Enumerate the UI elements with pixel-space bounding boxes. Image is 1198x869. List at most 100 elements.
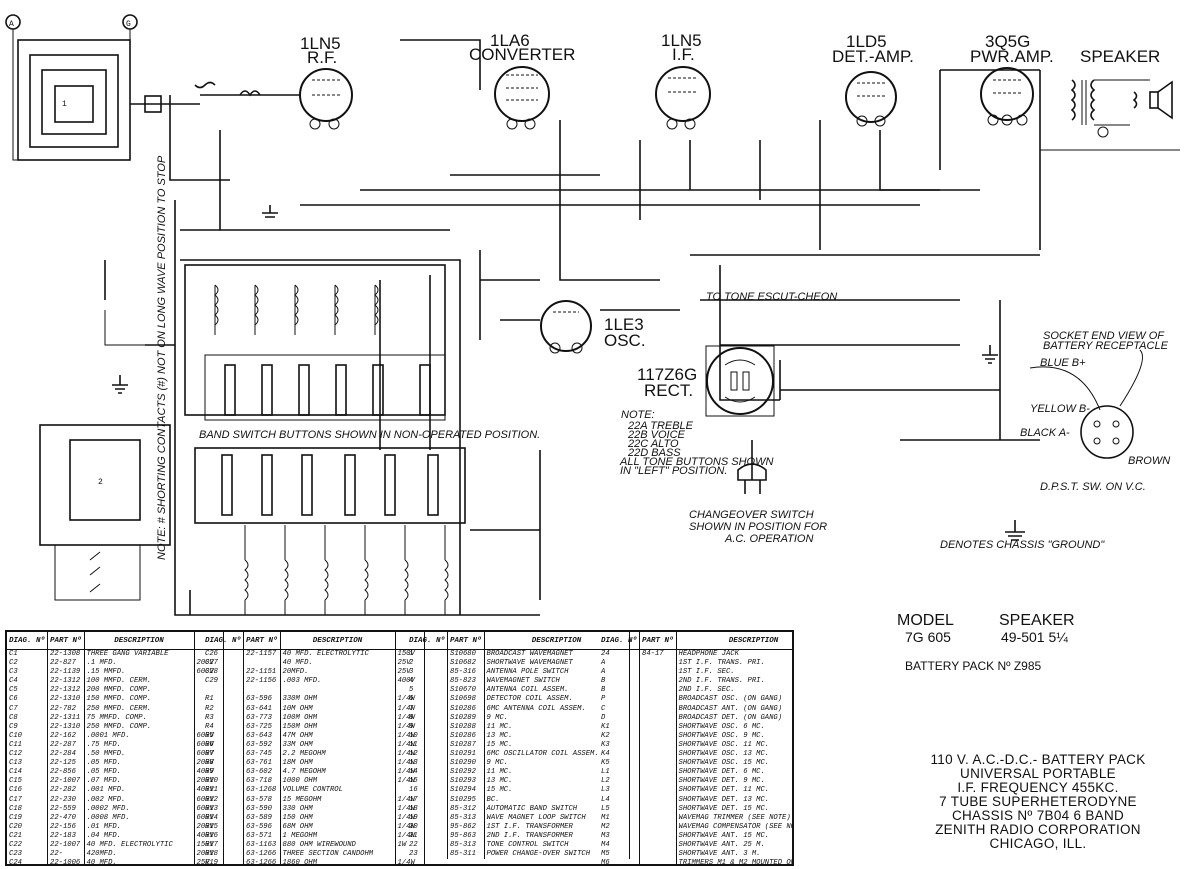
svg-text:22C ALTO: 22C ALTO (627, 438, 679, 450)
table-cell: 63-718 (243, 777, 281, 787)
svg-text:NOTE:: NOTE: (621, 409, 655, 421)
table-cell: .15 MMFD. (84, 668, 195, 678)
table-cell: R17 (203, 840, 245, 851)
table-cell: S10670 (447, 686, 485, 696)
table-cell: C19 (7, 813, 49, 823)
svg-text:2: 2 (98, 478, 103, 487)
battery-receptacle: SOCKET END VIEW OF BATTERY RECEPTACLE BL… (1020, 330, 1170, 493)
table-cell: 330M OHM (280, 695, 396, 705)
table-header-cell: DIAG. Nº (7, 632, 49, 650)
table-row: K3 SHORTWAVE OSC. 11 MC. (599, 740, 792, 751)
table-cell: S10682 (447, 659, 485, 669)
table-cell: L5 (599, 804, 641, 814)
table-cell: L3 (599, 786, 641, 796)
title-line: 7 TUBE SUPERHETERODYNE (939, 794, 1137, 809)
table-cell: S10290 (447, 759, 485, 769)
table-header-cell: DESCRIPTION (84, 632, 195, 650)
table-cell: C28 (203, 668, 245, 678)
title-line: CHICAGO, ILL. (989, 836, 1087, 851)
table-cell: SHORTWAVE OSC. 11 MC. (676, 740, 792, 751)
table-cell: C18 (7, 804, 49, 814)
table-cell: K4 (599, 750, 641, 760)
table-cell (639, 713, 677, 723)
table-cell: SHORTWAVE OSC. 13 MC. (676, 750, 792, 760)
svg-text:22B VOICE: 22B VOICE (627, 429, 686, 441)
table-cell: 63-1268 (243, 786, 281, 796)
table-cell: 22-827 (47, 659, 85, 669)
table-cell: K3 (599, 740, 641, 751)
table-cell: C6 (7, 695, 49, 705)
table-cell: .003 MFD. (280, 677, 396, 687)
svg-text:1LA6: 1LA6 (490, 31, 530, 50)
table-cell: 63-602 (243, 768, 281, 778)
table-cell: 63-592 (243, 740, 281, 751)
table-cell: 20MFD. (280, 668, 396, 678)
table-cell: S10294 (447, 786, 485, 796)
table-cell: S10287 (447, 740, 485, 751)
table-cell: C10 (7, 731, 49, 741)
table-cell: M3 (599, 831, 641, 841)
table-cell (639, 704, 677, 714)
table-cell: 16 (407, 786, 449, 796)
table-row: M3 SHORTWAVE ANT. 15 MC. (599, 831, 792, 841)
table-cell: C7 (7, 704, 49, 714)
table-cell: 68M OHM (280, 822, 396, 832)
table-cell: 47M OHM (280, 731, 396, 741)
table-cell: 84-17 (639, 649, 677, 660)
table-cell: 8 (407, 713, 449, 723)
table-header-cell: PART Nº (243, 632, 281, 650)
table-cell: TRIMMERS M1 & M2 MOUNTED ON S.W. MAG. (676, 859, 792, 864)
table-cell: 22-1006 (47, 859, 85, 864)
table-cell: SHORTWAVE DET. 13 MC. (676, 795, 792, 805)
table-cell: 4.7 MEGOHM (280, 768, 396, 778)
table-cell (639, 740, 677, 751)
table-cell: M6 (599, 859, 641, 864)
table-cell: 1000 OHM (280, 777, 396, 787)
table-cell: 40 MFD. ELECTROLYTIC (84, 840, 195, 851)
table-cell: 14 (407, 768, 449, 778)
table-cell: SHORTWAVE ANT. 15 MC. (676, 831, 792, 841)
table-cell: A (599, 668, 641, 678)
table-cell: 2.2 MEGOHM (280, 750, 396, 760)
table-cell: SHORTWAVE OSC. 6 MC. (676, 722, 792, 732)
table-cell: 330 OHM (280, 804, 396, 814)
table-cell: 63-1266 (243, 850, 281, 860)
table-cell: 40 MFD. (280, 659, 396, 669)
table-cell: 63-1163 (243, 840, 281, 851)
table-cell: 40 MFD. ELECTROLYTIC (280, 649, 396, 660)
table-cell: 4 (407, 677, 449, 687)
svg-text:I.F.: I.F. (672, 45, 695, 64)
table-cell: 22-782 (47, 704, 85, 714)
svg-text:SOCKET END VIEW OF: SOCKET END VIEW OF (1043, 330, 1165, 342)
table-cell: SHORTWAVE OSC. 15 MC. (676, 759, 792, 769)
table-cell: 22-1007 (47, 840, 85, 851)
table-cell: S10295 (447, 795, 485, 805)
table-cell: 6 (407, 695, 449, 705)
table-cell: SHORTWAVE ANT. 3 M. (676, 850, 792, 860)
table-cell: R12 (203, 795, 245, 805)
table-cell: 63-761 (243, 759, 281, 769)
table-cell: 85-311 (447, 850, 485, 860)
